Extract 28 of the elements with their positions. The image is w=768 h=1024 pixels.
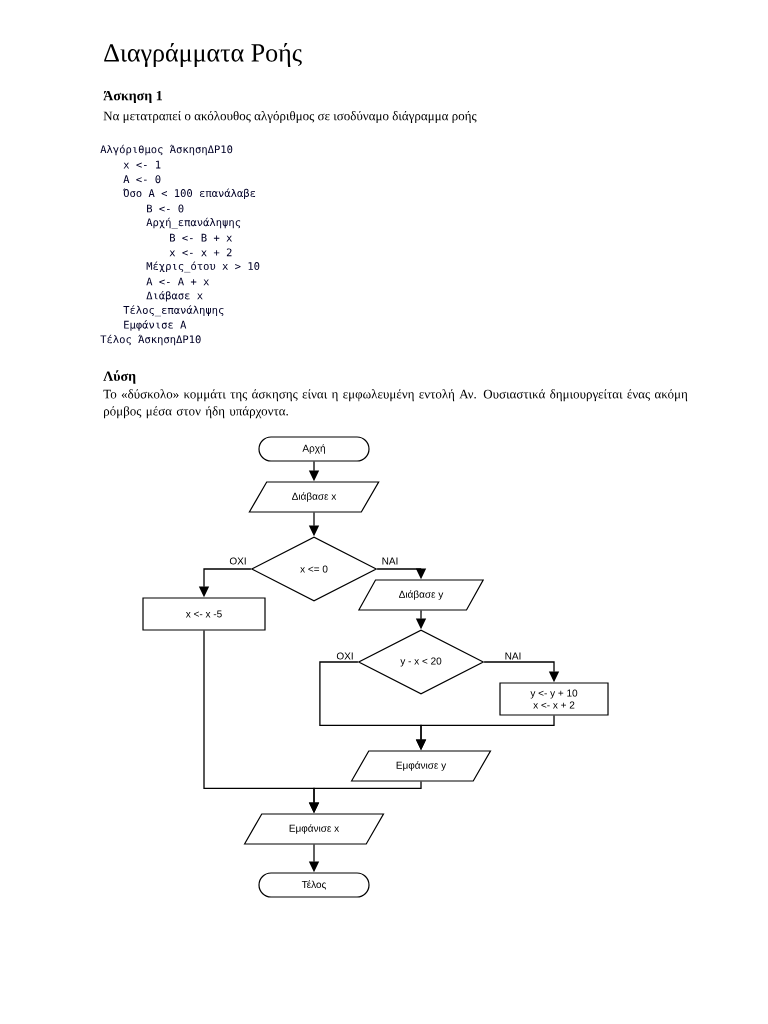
instruction-text: Να μετατραπεί ο ακόλουθος αλγόριθμος σε ισοδύναμο διάγραμμα ροής [103,111,477,123]
code-line: A <- 0 [123,175,161,184]
edge-label: ΝΑΙ [503,651,523,661]
code-line: Τέλος_επανάληψης [123,305,224,317]
code-line: Τέλος ΆσκησηΔΡ10 [100,334,201,346]
code-line: B <- 0 [147,204,184,213]
edge-label: ΟΧΙ [335,651,355,661]
page-title: Διαγράμματα Ροής [104,43,302,67]
process-box: x <- x -5 [142,597,266,631]
code-line: Όσο A < 100 επανάλαβε [122,188,256,200]
code-line: Αρχή_επανάληψης [146,217,241,229]
code-line: x <- 1 [123,160,161,169]
edge-label: ΟΧΙ [228,556,248,566]
code-line: Μέχρις_ότου x > 10 [146,261,260,273]
code-line: Αλγόριθμος ΆσκησηΔΡ10 [100,144,233,156]
section-heading: Άσκηση 1 [103,90,162,104]
edge-label: ΝΑΙ [380,556,400,566]
process-box: y <- y + 10 x <- x + 2 [499,682,609,716]
solution-paragraph: Το «δύσκολο» κομμάτι της άσκησης είναι η εμφωλευμένη εντολή Αν. Ουσιαστικά δημιουργείται ένας ακόμη ρόμβος μέσα στον ήδη υπάρχοντα. [103,389,688,419]
code-line: B <- B + x [170,233,232,242]
input-output-parallelogram: Εμφάνισε y [350,750,492,782]
input-output-parallelogram: Διάβασε x [248,481,380,513]
code-line: x <- x + 2 [169,248,232,257]
code-line: Διάβασε x [146,290,203,302]
section-heading: Λύση [103,370,136,384]
code-line: Εμφάνισε A [124,320,187,331]
code-line: A <- A + x [146,277,209,286]
input-output-parallelogram: Εμφάνισε x [243,813,385,845]
